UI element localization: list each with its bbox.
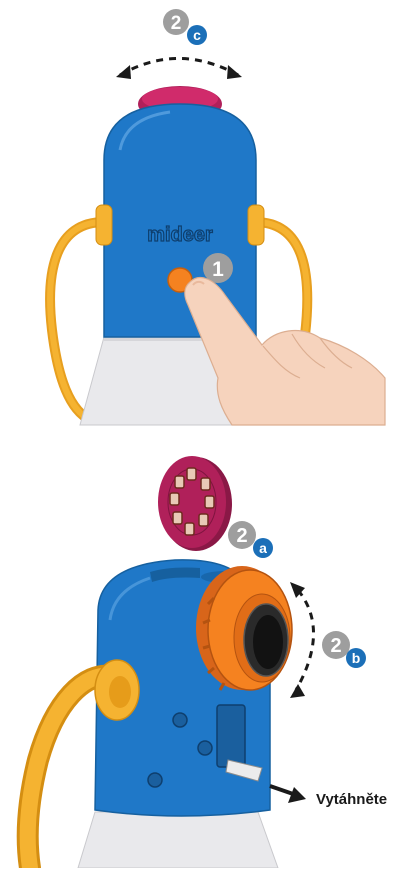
svg-text:b: b bbox=[352, 650, 361, 666]
lens-knob bbox=[196, 566, 292, 690]
step-2b-badge: 2 b bbox=[322, 631, 366, 668]
svg-text:c: c bbox=[193, 27, 201, 43]
projector-base-bottom bbox=[78, 812, 278, 868]
rotate-arrow-icon bbox=[120, 59, 238, 76]
brand-logo: mideer bbox=[147, 224, 213, 246]
handle-mount-right bbox=[248, 205, 264, 245]
step-2c-badge: 2 c bbox=[163, 9, 207, 45]
svg-text:2: 2 bbox=[171, 13, 182, 34]
pull-instruction-label: Vytáhněte bbox=[316, 791, 387, 808]
arrow-head-up-icon bbox=[290, 582, 305, 598]
battery-cover bbox=[217, 705, 245, 767]
svg-text:2: 2 bbox=[236, 525, 247, 547]
arrow-head-down-icon bbox=[290, 684, 305, 698]
svg-text:2: 2 bbox=[330, 635, 341, 657]
step-2a-badge: 2 a bbox=[228, 521, 273, 558]
projector-body-top bbox=[104, 104, 256, 337]
story-disc-detached bbox=[158, 456, 232, 551]
rotate-arrow-lens-icon bbox=[296, 590, 314, 690]
handle-mount-left bbox=[96, 205, 112, 245]
svg-text:a: a bbox=[259, 540, 267, 556]
arrow-head-right-icon bbox=[227, 65, 242, 79]
svg-text:1: 1 bbox=[212, 258, 224, 281]
arrow-head-left-icon bbox=[116, 65, 131, 79]
